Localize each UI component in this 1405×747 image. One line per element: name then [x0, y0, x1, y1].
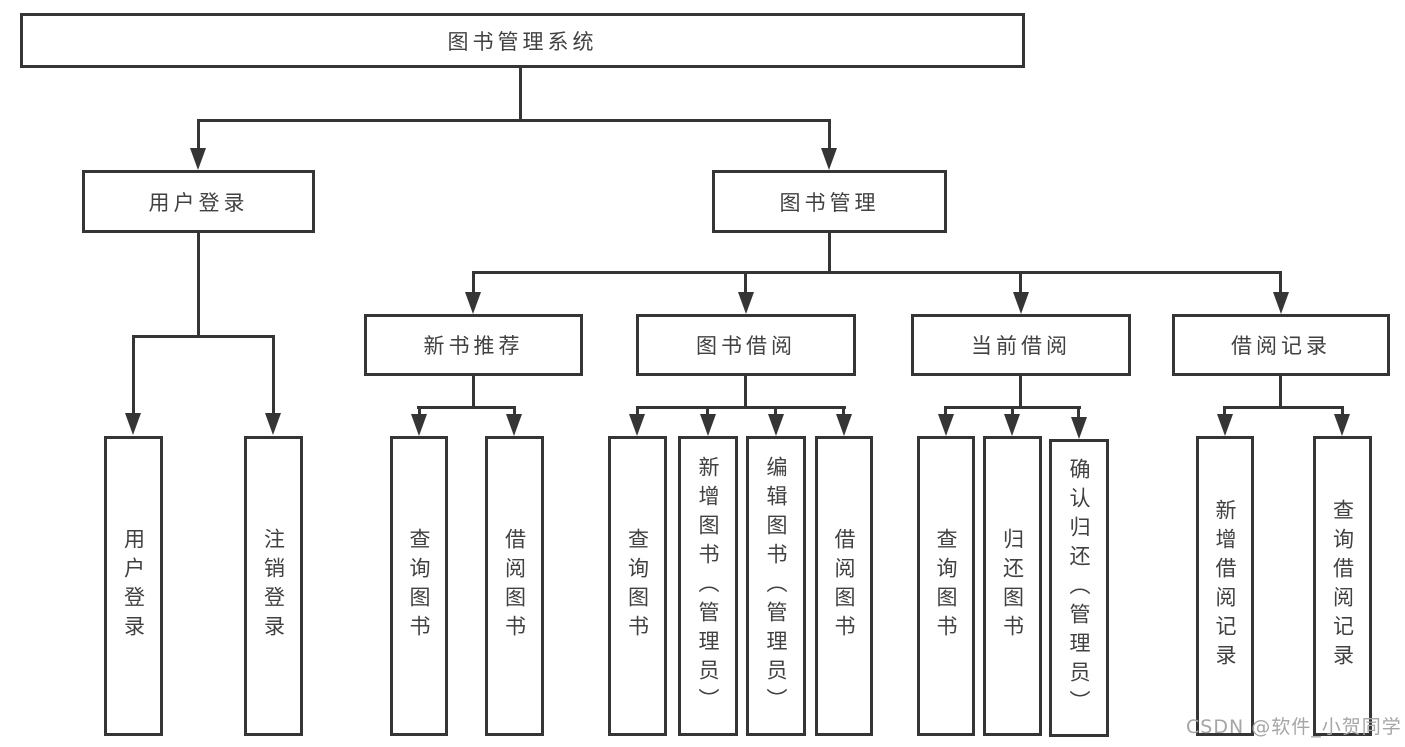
node-borrowing-records: 借阅记录: [1172, 314, 1390, 376]
arrowhead-down-icon: [265, 413, 281, 435]
connector-stem: [472, 376, 475, 408]
arrowhead-down-icon: [821, 148, 837, 170]
connector-split: [132, 335, 274, 338]
connector-root-split: [197, 119, 831, 122]
connector-drop: [744, 271, 747, 294]
arrowhead-down-icon: [1071, 417, 1087, 439]
leaf-confirm-return-admin: 确认归还（管理员）: [1049, 439, 1109, 737]
leaf-logout: 注销登录: [244, 436, 303, 736]
connector-drop: [132, 335, 135, 415]
connector-drop: [418, 406, 421, 416]
connector-stem: [1019, 376, 1022, 408]
node-book-borrowing: 图书借阅: [636, 314, 856, 376]
leaf-query-borrow-record: 查询借阅记录: [1313, 436, 1372, 736]
arrowhead-down-icon: [629, 414, 645, 436]
arrowhead-down-icon: [738, 292, 754, 314]
leaf-user-login: 用户登录: [104, 436, 163, 736]
arrowhead-down-icon: [190, 148, 206, 170]
connector-drop: [706, 406, 709, 416]
csdn-watermark: CSDN @软件_小贺同学: [1186, 716, 1402, 738]
arrowhead-down-icon: [1273, 292, 1289, 314]
arrowhead-down-icon: [938, 414, 954, 436]
leaf-borrow-books-borrowing: 借阅图书: [815, 436, 873, 736]
arrowhead-down-icon: [465, 292, 481, 314]
connector-root-stem: [519, 68, 522, 119]
connector-drop: [828, 119, 831, 151]
connector-split: [1223, 406, 1344, 409]
node-library-system-root: 图书管理系统: [20, 13, 1025, 68]
arrowhead-down-icon: [1217, 414, 1233, 436]
connector-stem: [744, 376, 747, 408]
connector-stem: [197, 233, 200, 335]
leaf-query-books-borrowing: 查询图书: [608, 436, 667, 736]
arrowhead-down-icon: [1004, 414, 1020, 436]
connector-drop: [513, 406, 516, 416]
node-book-management: 图书管理: [712, 170, 947, 233]
connector-drop: [472, 271, 475, 294]
arrowhead-down-icon: [506, 414, 522, 436]
leaf-query-books-current: 查询图书: [917, 436, 975, 736]
leaf-borrow-books-recommend: 借阅图书: [485, 436, 544, 736]
connector-drop: [1077, 406, 1080, 418]
connector-drop: [1019, 271, 1022, 294]
arrowhead-down-icon: [411, 414, 427, 436]
connector-split: [472, 271, 1282, 274]
connector-drop: [1011, 406, 1014, 416]
node-current-borrowing: 当前借阅: [911, 314, 1131, 376]
arrowhead-down-icon: [700, 414, 716, 436]
connector-drop: [1223, 406, 1226, 416]
connector-drop: [272, 335, 275, 415]
connector-split: [636, 406, 846, 409]
arrowhead-down-icon: [1334, 414, 1350, 436]
arrowhead-down-icon: [836, 414, 852, 436]
connector-split: [417, 406, 516, 409]
connector-drop: [842, 406, 845, 416]
leaf-add-borrow-record: 新增借阅记录: [1196, 436, 1254, 736]
connector-drop: [774, 406, 777, 416]
connector-drop: [636, 406, 639, 416]
connector-drop: [1279, 271, 1282, 294]
connector-stem: [828, 233, 831, 273]
arrowhead-down-icon: [125, 413, 141, 435]
arrowhead-down-icon: [768, 414, 784, 436]
connector-drop: [944, 406, 947, 416]
connector-drop: [1341, 406, 1344, 416]
leaf-add-book-admin: 新增图书（管理员）: [678, 436, 738, 736]
leaf-return-books: 归还图书: [983, 436, 1042, 736]
leaf-edit-book-admin: 编辑图书（管理员）: [746, 436, 806, 736]
connector-stem: [1279, 376, 1282, 408]
leaf-query-books-recommend: 查询图书: [390, 436, 448, 736]
connector-drop: [197, 119, 200, 151]
node-user-login: 用户登录: [82, 170, 315, 233]
arrowhead-down-icon: [1013, 292, 1029, 314]
node-new-book-recommend: 新书推荐: [364, 314, 583, 376]
